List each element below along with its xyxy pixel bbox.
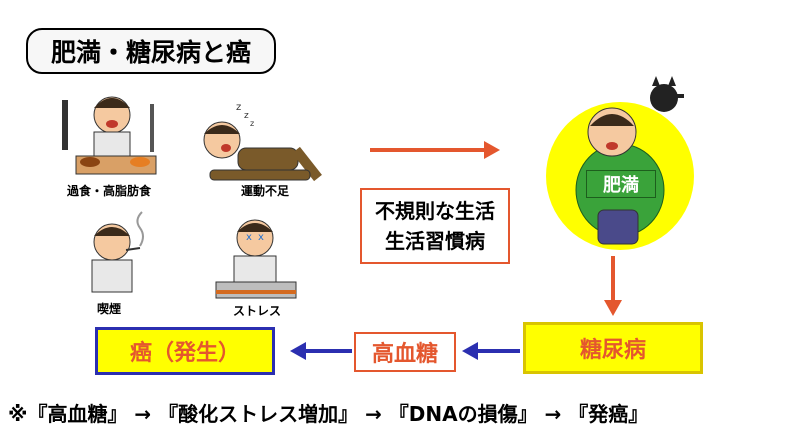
svg-text:x: x: [258, 232, 264, 243]
obese-person-illustration: [546, 76, 694, 250]
stressed-person-illustration: x x: [215, 219, 297, 299]
cause-line-lifestyle-disease: 生活習慣病: [385, 229, 485, 253]
diabetes-box: 糖尿病: [523, 322, 703, 374]
svg-text:z: z: [244, 111, 249, 121]
cancer-onset-box: 癌（発生）: [95, 327, 275, 375]
factor-inactivity-label: 運動不足: [240, 184, 289, 198]
lazy-person-illustration: z z z: [203, 102, 322, 182]
hyperglycemia-box: 高血糖: [354, 332, 456, 372]
smoking-person-illustration: [91, 211, 144, 293]
svg-text:z: z: [250, 119, 254, 128]
lifestyle-cause-box: 不規則な生活 生活習慣病: [360, 188, 510, 264]
diagram-title: 肥満・糖尿病と癌: [26, 28, 276, 74]
cause-line-irregular-life: 不規則な生活: [375, 199, 495, 223]
factor-stress-label: ストレス: [232, 304, 281, 318]
footnote-mechanism: ※『高血糖』 → 『酸化ストレス増加』 → 『DNAの損傷』 → 『発癌』: [8, 402, 649, 426]
obesity-label: 肥満: [586, 170, 656, 198]
factor-smoking-label: 喫煙: [96, 302, 121, 316]
svg-text:z: z: [236, 102, 241, 113]
svg-text:x: x: [246, 232, 252, 243]
overeating-person-illustration: [62, 96, 157, 175]
factor-overeating-label: 過食・高脂肪食: [66, 184, 151, 198]
